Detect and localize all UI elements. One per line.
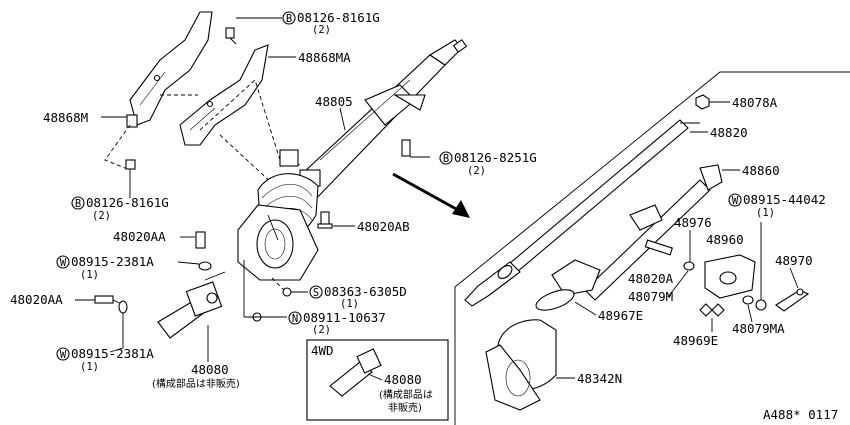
nut-48078A	[695, 94, 730, 110]
qty-08911-10637: (2)	[312, 324, 331, 336]
prefix-letter: B	[75, 198, 81, 210]
bolt-top	[225, 17, 282, 45]
label-48976: 48976	[674, 215, 712, 230]
label-48970: 48970	[775, 253, 813, 268]
label-48079M: 48079M	[628, 289, 673, 304]
label-48960: 48960	[706, 232, 744, 247]
label-08126-8161G-left: 08126-8161G	[86, 195, 169, 210]
qty-08363-6305D: (1)	[340, 298, 359, 310]
label-48342N: 48342N	[577, 371, 622, 386]
washer-44042	[755, 222, 767, 311]
washer-bottom	[109, 300, 128, 353]
label-48868MA: 48868MA	[298, 50, 351, 65]
qty-08126-8161G-top: (2)	[312, 24, 331, 36]
note-48080: (構成部品は非販売)	[152, 377, 240, 390]
qty-08915-2381A-bottom: (1)	[80, 361, 99, 373]
inset-part: 48080	[384, 372, 422, 387]
label-08915-2381A-bottom: 08915-2381A	[71, 346, 154, 361]
prefix-circle	[71, 196, 85, 210]
nut-08911	[243, 260, 287, 322]
label-08911-10637: 08911-10637	[303, 310, 386, 325]
figure-code: A488* 0117	[763, 407, 838, 422]
bolt-left	[125, 159, 136, 180]
bolt-48020A	[644, 239, 695, 271]
inset-note-line1: (構成部品は	[379, 388, 433, 401]
lower-joint-48080	[157, 271, 226, 362]
label-08126-8251G: 08126-8251G	[454, 150, 537, 165]
bracket-48960	[704, 254, 756, 299]
label-48020A: 48020A	[628, 271, 674, 286]
washer-top	[177, 261, 212, 271]
prefix-circle	[56, 255, 70, 269]
label-08915-2381A-top: 08915-2381A	[71, 254, 154, 269]
washer-48079MA	[742, 295, 754, 305]
qty-08915-44042: (1)	[756, 207, 775, 219]
shaft-48820	[464, 119, 708, 307]
clamp-48967E	[535, 289, 597, 316]
label-48969E: 48969E	[673, 333, 718, 348]
bracket-48868M	[126, 11, 213, 128]
qty-08915-2381A-top: (1)	[80, 269, 99, 281]
prefix-letter: W	[732, 195, 739, 207]
inset-4wd-box	[306, 339, 449, 421]
prefix-circle	[309, 285, 323, 299]
inset-joint	[329, 348, 383, 397]
prefix-letter: S	[313, 287, 319, 299]
qty-08126-8161G-left: (2)	[92, 210, 111, 222]
prefix-letter: N	[292, 313, 298, 325]
prefix-circle	[56, 347, 70, 361]
label-48079MA: 48079MA	[732, 321, 785, 336]
label-48020AB: 48020AB	[357, 219, 410, 234]
label-08915-44042: 08915-44042	[743, 192, 826, 207]
bolt-48020AB	[317, 211, 355, 229]
prefix-letter: B	[443, 153, 449, 165]
label-48020AA-left: 48020AA	[10, 292, 63, 307]
bolt-48020AA-left	[94, 295, 123, 305]
label-48805: 48805	[315, 94, 353, 109]
label-48868M: 48868M	[43, 110, 88, 125]
label-48860: 48860	[742, 163, 780, 178]
qty-08126-8251G: (2)	[467, 165, 486, 177]
boot-48342N	[485, 319, 575, 411]
label-48967E: 48967E	[598, 308, 643, 323]
steering-column-48805	[237, 39, 468, 281]
label-08126-8161G-top: 08126-8161G	[297, 10, 380, 25]
bracket-48868MA	[179, 44, 269, 146]
prefix-circle	[439, 151, 453, 165]
prefix-circle	[282, 11, 296, 25]
label-48078A: 48078A	[732, 95, 778, 110]
label-48020AA-top: 48020AA	[113, 229, 166, 244]
label-08363-6305D: 08363-6305D	[324, 284, 407, 299]
right-panel-border	[454, 71, 850, 425]
spring-48969E	[699, 303, 725, 332]
inset-note-line2: 非販売)	[388, 401, 422, 414]
direction-arrow	[392, 172, 470, 218]
screw-08363	[271, 277, 308, 297]
prefix-letter: W	[60, 349, 67, 361]
label-48820: 48820	[710, 125, 748, 140]
lever-48970	[775, 288, 810, 312]
prefix-circle	[728, 193, 742, 207]
label-48080: 48080	[191, 362, 229, 377]
inset-title: 4WD	[311, 343, 334, 358]
prefix-letter: B	[286, 13, 292, 25]
prefix-letter: W	[60, 257, 67, 269]
bolt-48020AA-top	[180, 231, 206, 249]
bolt-08126-8251G	[401, 139, 430, 158]
prefix-circle	[288, 311, 302, 325]
